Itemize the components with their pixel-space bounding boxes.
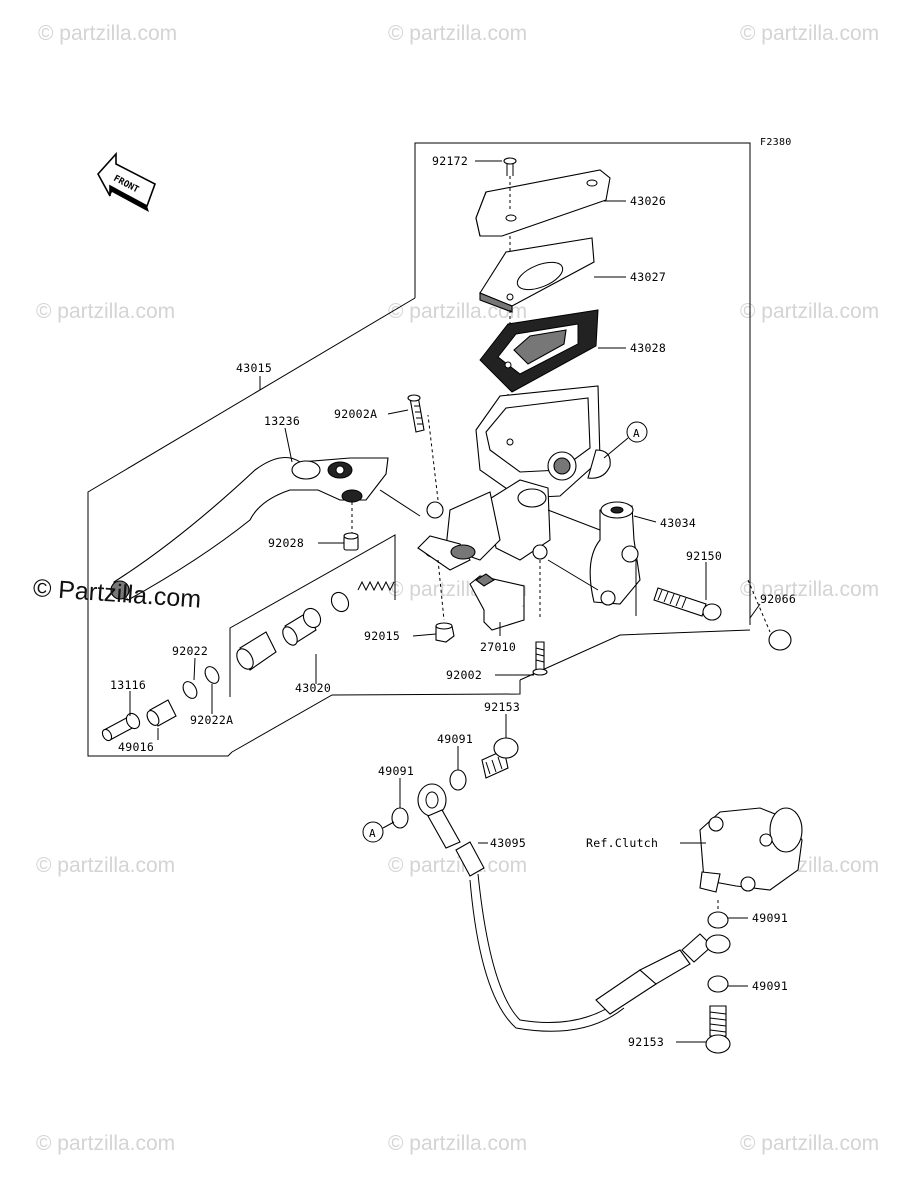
part-callout[interactable]: 92002A — [334, 407, 378, 421]
kit-box-outline — [229, 534, 396, 697]
diaphragm-plate — [479, 237, 595, 313]
sealing-washer — [707, 975, 729, 993]
banjo-bolt — [705, 1005, 731, 1054]
ref-callout[interactable]: Ref.Clutch — [586, 836, 659, 850]
clamp-bolt — [653, 587, 722, 621]
watermark: © partzilla.com — [388, 22, 528, 45]
part-callout[interactable]: 43026 — [630, 194, 667, 208]
reservoir-cap — [475, 169, 611, 237]
part-callout[interactable]: 43034 — [660, 516, 697, 530]
diaphragm-rubber — [479, 309, 599, 393]
pivot-bolt — [407, 394, 425, 433]
part-callout[interactable]: 92015 — [364, 629, 401, 643]
clutch-slave-cylinder — [699, 807, 803, 893]
reference-mark-a — [362, 821, 384, 843]
sealing-washer — [391, 807, 409, 829]
watermark: © partzilla.com — [388, 854, 528, 877]
pushrod-collar — [146, 699, 177, 727]
guide-line — [547, 559, 599, 591]
part-callout[interactable]: 49016 — [118, 740, 155, 754]
snap-ring — [182, 681, 198, 699]
front-arrow-icon: FRONT — [97, 151, 156, 212]
lever-pivot-collar — [343, 532, 359, 551]
part-callout[interactable]: 43020 — [295, 681, 332, 695]
part-callout[interactable]: 92153 — [484, 700, 521, 714]
sealing-washer — [449, 769, 467, 791]
handlebar-clamp — [589, 501, 641, 606]
watermark: © partzilla.com — [38, 22, 178, 45]
part-callout[interactable]: 49091 — [752, 911, 789, 925]
part-callout[interactable]: 49091 — [378, 764, 415, 778]
guide-line — [427, 414, 439, 501]
part-callout[interactable]: 43027 — [630, 270, 667, 284]
watermark: © partzilla.com — [36, 300, 176, 323]
sealing-washer — [707, 911, 729, 929]
watermark: © partzilla.com — [36, 854, 176, 877]
part-callout[interactable]: 43028 — [630, 341, 667, 355]
leader-line — [603, 437, 629, 459]
watermark: © partzilla.com — [740, 22, 880, 45]
clutch-lever — [110, 456, 389, 601]
part-callout[interactable]: 92150 — [686, 549, 723, 563]
reference-mark-a — [626, 421, 648, 443]
cap-screw — [503, 157, 517, 210]
pivot-nut — [435, 622, 455, 643]
assembly-boundary-line — [519, 629, 751, 681]
snap-ring — [204, 666, 220, 684]
part-callout[interactable]: 49091 — [437, 732, 474, 746]
part-callout[interactable]: 43095 — [490, 836, 527, 850]
watermark: © partzilla.com — [36, 1132, 176, 1155]
part-callout[interactable]: 27010 — [480, 640, 517, 654]
assembly-boundary-line — [231, 680, 521, 753]
piston-kit — [236, 580, 395, 671]
watermark: © partzilla.com — [740, 578, 880, 601]
guide-line — [379, 489, 421, 517]
banjo-bolt — [481, 737, 519, 779]
master-cylinder-body — [417, 385, 611, 571]
part-callout[interactable]: 13116 — [110, 678, 147, 692]
clutch-switch — [469, 573, 525, 631]
part-callout[interactable]: 49091 — [752, 979, 789, 993]
leader-lines — [129, 160, 761, 1043]
part-callout[interactable]: 92153 — [628, 1035, 665, 1049]
part-callout[interactable]: 92172 — [432, 154, 469, 168]
part-callout[interactable]: 92066 — [760, 592, 797, 606]
reference-mark-label: A — [369, 827, 376, 840]
part-callout[interactable]: 13236 — [264, 414, 301, 428]
banjo-fitting — [705, 934, 731, 954]
watermark: © partzilla.com — [388, 300, 528, 323]
watermark: © partzilla.com — [388, 1132, 528, 1155]
part-callout[interactable]: 92028 — [268, 536, 305, 550]
part-callout[interactable]: 92022 — [172, 644, 209, 658]
part-callout[interactable]: 92022A — [190, 713, 234, 727]
guide-line — [547, 509, 601, 531]
watermark: © partzilla.com — [740, 300, 880, 323]
leader-line — [382, 821, 395, 829]
switch-screw — [532, 641, 548, 676]
figure-code: F2380 — [760, 137, 792, 148]
watermark: © partzilla.com — [740, 1132, 880, 1155]
bolt-cap — [768, 629, 792, 651]
pushrod-pin — [101, 712, 141, 742]
part-callout[interactable]: 43015 — [236, 361, 273, 375]
assembly-boundary-line — [414, 142, 751, 625]
clutch-hose — [417, 783, 713, 1032]
part-callout[interactable]: 92002 — [446, 668, 483, 682]
assembly-boundary-line — [87, 297, 416, 757]
guide-line — [437, 559, 445, 621]
reference-mark-label: A — [633, 427, 640, 440]
